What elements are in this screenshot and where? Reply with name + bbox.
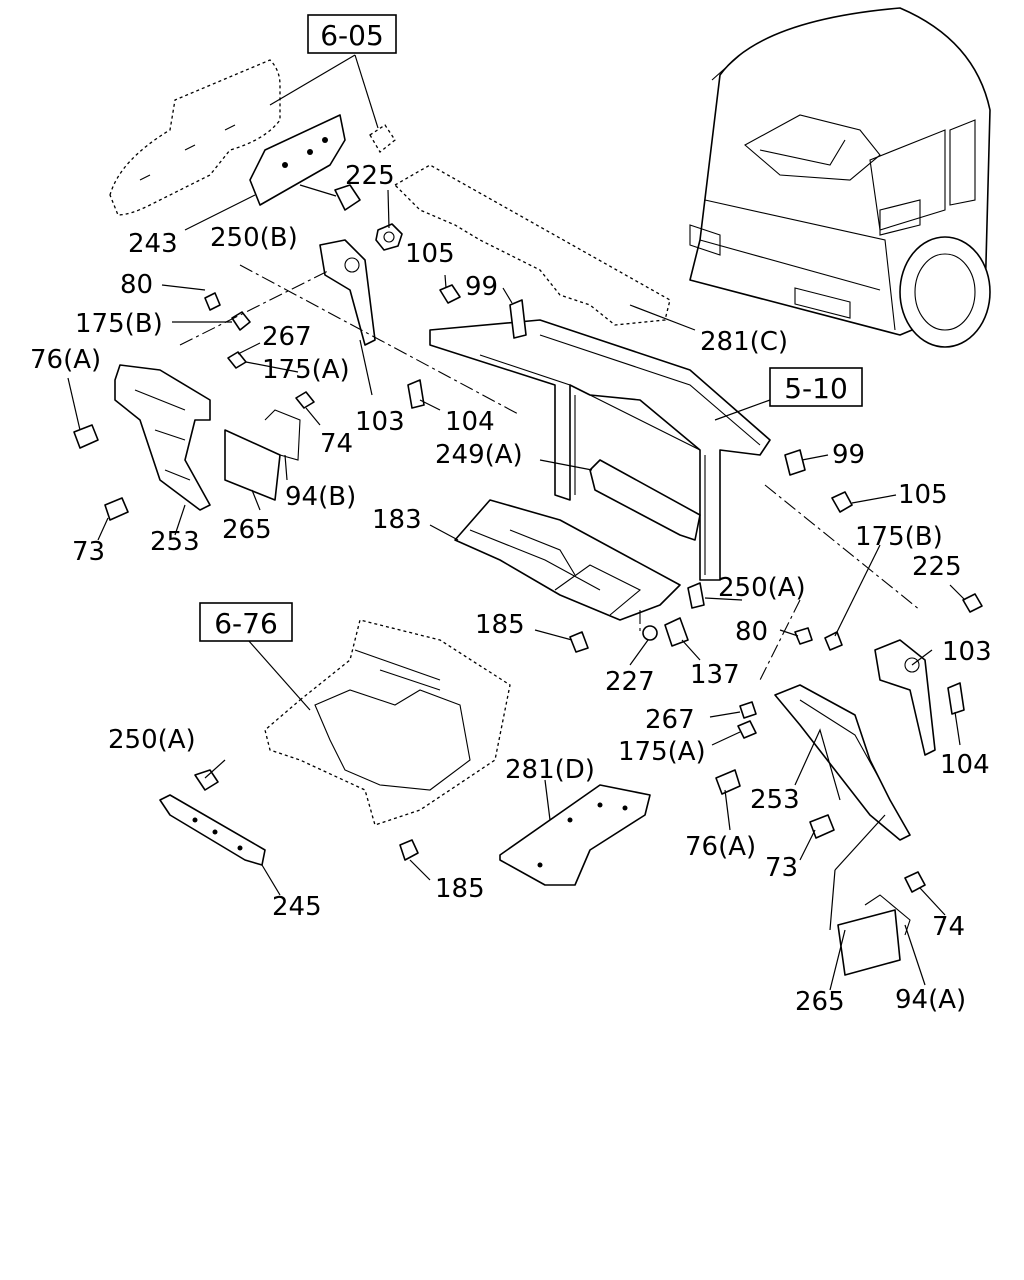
callout-281c: 281(C) xyxy=(700,327,788,357)
callout-73-a: 73 xyxy=(72,537,105,567)
callout-105-a: 105 xyxy=(405,239,455,269)
part-265-right-plate xyxy=(837,894,911,976)
part-183-tray xyxy=(454,499,681,621)
callout-94a: 94(A) xyxy=(895,985,966,1015)
ref-5-10-label: 5-10 xyxy=(784,372,848,405)
bolt-6-05 xyxy=(369,124,396,153)
part-225-nut-a xyxy=(375,223,403,251)
callout-104-b: 104 xyxy=(940,750,990,780)
callout-104-a: 104 xyxy=(445,407,495,437)
callout-227: 227 xyxy=(605,667,655,697)
callout-250b: 250(B) xyxy=(210,223,298,253)
callout-250a-b: 250(A) xyxy=(108,725,196,755)
callout-267-b: 267 xyxy=(645,705,695,735)
callout-175a-a: 175(A) xyxy=(262,355,350,385)
callout-253-b: 253 xyxy=(750,785,800,815)
callout-103-b: 103 xyxy=(942,637,992,667)
callout-265-a: 265 xyxy=(222,515,272,545)
reference-5-10: 5-10 xyxy=(769,367,863,407)
callout-99-b: 99 xyxy=(832,440,865,470)
ref-6-05-label: 6-05 xyxy=(320,19,384,52)
callout-99-a: 99 xyxy=(465,272,498,302)
callout-183: 183 xyxy=(372,505,422,535)
callout-80-a: 80 xyxy=(120,270,153,300)
truck-cab xyxy=(689,7,991,348)
reference-6-76: 6-76 xyxy=(199,602,293,642)
callout-249a: 249(A) xyxy=(435,440,523,470)
callout-250a-a: 250(A) xyxy=(718,573,806,603)
callout-105-b: 105 xyxy=(898,480,948,510)
callout-281d: 281(D) xyxy=(505,755,595,785)
callout-185-a: 185 xyxy=(475,610,525,640)
part-249a xyxy=(589,459,701,541)
callout-175a-b: 175(A) xyxy=(618,737,706,767)
callout-74-b: 74 xyxy=(932,912,965,942)
callout-265-b: 265 xyxy=(795,987,845,1017)
callout-74-a: 74 xyxy=(320,429,353,459)
part-185-bottom xyxy=(399,839,419,861)
part-253-left-mudguard xyxy=(114,364,211,511)
callout-76a-a: 76(A) xyxy=(30,345,101,375)
small-fasteners xyxy=(73,284,983,893)
part-6-76-floor-cover xyxy=(264,619,511,826)
reference-6-05: 6-05 xyxy=(307,14,397,54)
leader-lines xyxy=(67,54,966,991)
part-103-left-bracket xyxy=(319,239,376,346)
part-281c-spoiler xyxy=(393,164,671,326)
callout-76a-b: 76(A) xyxy=(685,832,756,862)
callout-137: 137 xyxy=(690,660,740,690)
callout-185-b: 185 xyxy=(435,874,485,904)
callout-245: 245 xyxy=(272,892,322,922)
part-265-left-plate xyxy=(224,409,301,501)
callout-225-a: 225 xyxy=(345,161,395,191)
phantom-lines xyxy=(179,264,921,681)
part-281d-plate xyxy=(499,784,651,886)
callout-94b: 94(B) xyxy=(285,482,356,512)
part-253-right-mudguard xyxy=(774,684,911,841)
part-243-bracket xyxy=(249,114,346,206)
part-250a-bolt-left xyxy=(194,769,219,791)
part-243-dashed-panel xyxy=(109,59,281,216)
callout-103-a: 103 xyxy=(355,407,405,437)
callout-267-a: 267 xyxy=(262,322,312,352)
callout-80-b: 80 xyxy=(735,617,768,647)
callout-253-a: 253 xyxy=(150,527,200,557)
callout-243: 243 xyxy=(128,229,178,259)
part-245-bracket xyxy=(159,794,266,866)
ref-6-76-label: 6-76 xyxy=(214,607,278,640)
part-103-right-bracket xyxy=(874,639,936,756)
part-250b-bolt xyxy=(299,184,361,211)
callout-175b-b: 175(B) xyxy=(855,522,943,552)
callout-73-b: 73 xyxy=(765,853,798,883)
callout-175b-a: 175(B) xyxy=(75,309,163,339)
callout-225-b: 225 xyxy=(912,552,962,582)
callout-labels: 225 243 250(B) 80 175(B) 105 99 281(C) 7… xyxy=(30,161,992,1017)
